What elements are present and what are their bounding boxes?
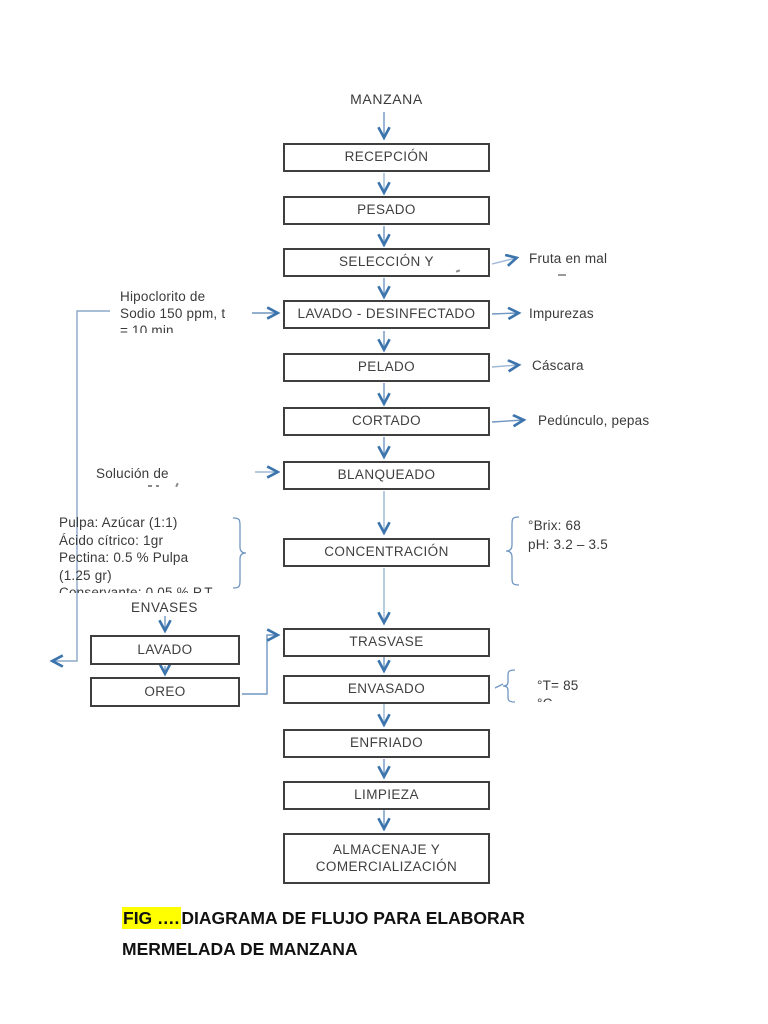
clipped-text-fragment bbox=[175, 482, 179, 488]
input-formulacion: Pulpa: Azúcar (1:1) Ácido cítrico: 1gr P… bbox=[59, 514, 244, 593]
connector-hipoclorito-return bbox=[53, 310, 110, 661]
caption-line2: MERMELADA DE MANZANA bbox=[122, 939, 358, 959]
input-solucion-line1: Solución de bbox=[96, 466, 169, 481]
output-impurezas: Impurezas bbox=[529, 306, 594, 321]
step-envasado: ENVASADO bbox=[283, 675, 490, 704]
brace-concentracion bbox=[505, 516, 520, 586]
output-fruta-en-mal: Fruta en mal bbox=[529, 251, 608, 266]
input-solucion: Solución de bbox=[96, 465, 226, 482]
step-seleccion: SELECCIÓN Y bbox=[283, 248, 490, 277]
clipped-text-fragment bbox=[558, 274, 566, 276]
param-concentracion: °Brix: 68 pH: 3.2 – 3.5 bbox=[528, 516, 608, 554]
figure-caption: FIG ….DIAGRAMA DE FLUJO PARA ELABORAR ME… bbox=[122, 903, 662, 965]
brace-envasado-tick bbox=[494, 683, 504, 689]
input-hipoclorito-line2: Sodio 150 ppm, t bbox=[120, 306, 226, 321]
step-envases-lavado: LAVADO bbox=[90, 635, 240, 665]
step-pelado: PELADO bbox=[283, 353, 490, 382]
step-label: LAVADO bbox=[137, 641, 193, 657]
formulacion-line2: Ácido cítrico: 1gr bbox=[59, 532, 164, 548]
caption-line1: FIG ….DIAGRAMA DE FLUJO PARA ELABORAR bbox=[122, 903, 662, 934]
step-label: PELADO bbox=[357, 359, 416, 375]
formulacion-line3: Pectina: 0.5 % Pulpa bbox=[59, 550, 189, 565]
arrow-lavado-impurezas bbox=[491, 313, 518, 314]
step-pesado: PESADO bbox=[283, 196, 490, 225]
step-lavado-desinfectado: LAVADO - DESINFECTADO bbox=[283, 300, 490, 329]
param-envasado: °T= 85 °C bbox=[537, 677, 579, 702]
clipped-text-fragment bbox=[148, 485, 152, 487]
input-hipoclorito-line3-clipped: = 10 min bbox=[120, 323, 174, 333]
arrow-seleccion-fruta bbox=[491, 258, 516, 264]
step-label: CORTADO bbox=[351, 413, 422, 429]
step-cortado: CORTADO bbox=[283, 407, 490, 436]
input-hipoclorito: Hipoclorito de Sodio 150 ppm, t = 10 min bbox=[120, 288, 280, 333]
param-temp: °T= 85 bbox=[537, 678, 579, 693]
step-label: CONCENTRACIÓN bbox=[324, 544, 449, 560]
start-label: MANZANA bbox=[350, 91, 423, 107]
step-label: BLANQUEADO bbox=[337, 467, 436, 483]
step-label: OREO bbox=[144, 683, 186, 699]
caption-fig-highlight: FIG …. bbox=[122, 907, 182, 929]
formulacion-line5-clipped: Conservante: 0.05 % P.T bbox=[59, 585, 213, 593]
output-pedunculo: Pedúnculo, pepas bbox=[538, 413, 650, 428]
step-label: LAVADO - DESINFECTADO bbox=[297, 306, 476, 322]
step-label: TRASVASE bbox=[349, 634, 424, 650]
brace-envasado bbox=[502, 669, 516, 703]
envases-label: ENVASES bbox=[131, 600, 198, 615]
step-label: RECEPCIÓN bbox=[344, 149, 429, 165]
clipped-text-fragment bbox=[156, 485, 159, 487]
output-cascara: Cáscara bbox=[532, 358, 584, 373]
step-label: PESADO bbox=[357, 202, 416, 218]
formulacion-line4: (1.25 gr) bbox=[59, 567, 112, 583]
step-almacenaje: ALMACENAJE Y COMERCIALIZACIÓN bbox=[283, 833, 490, 884]
param-brix: °Brix: 68 bbox=[528, 518, 581, 533]
formulacion-line1: Pulpa: Azúcar (1:1) bbox=[59, 515, 178, 530]
param-temp-unit-clipped: °C bbox=[537, 695, 579, 702]
connector-oreo-trasvase bbox=[242, 635, 277, 695]
step-label: LIMPIEZA bbox=[354, 787, 419, 803]
arrow-pelado-cascara bbox=[491, 365, 518, 367]
step-label: SELECCIÓN Y bbox=[339, 254, 434, 270]
step-concentracion: CONCENTRACIÓN bbox=[283, 538, 490, 567]
step-envases-oreo: OREO bbox=[90, 677, 240, 707]
step-trasvase: TRASVASE bbox=[283, 628, 490, 657]
step-limpieza: LIMPIEZA bbox=[283, 781, 490, 810]
step-label: ALMACENAJE Y COMERCIALIZACIÓN bbox=[315, 841, 458, 874]
caption-title: DIAGRAMA DE FLUJO PARA ELABORAR bbox=[181, 908, 525, 928]
step-label: ENFRIADO bbox=[350, 735, 423, 751]
step-recepcion: RECEPCIÓN bbox=[283, 143, 490, 172]
input-hipoclorito-line1: Hipoclorito de bbox=[120, 289, 206, 304]
arrow-cortado-pedunculo bbox=[491, 420, 523, 422]
step-blanqueado: BLANQUEADO bbox=[283, 461, 490, 490]
param-ph: pH: 3.2 – 3.5 bbox=[528, 537, 608, 552]
step-label: ENVASADO bbox=[347, 681, 426, 697]
step-enfriado: ENFRIADO bbox=[283, 729, 490, 758]
